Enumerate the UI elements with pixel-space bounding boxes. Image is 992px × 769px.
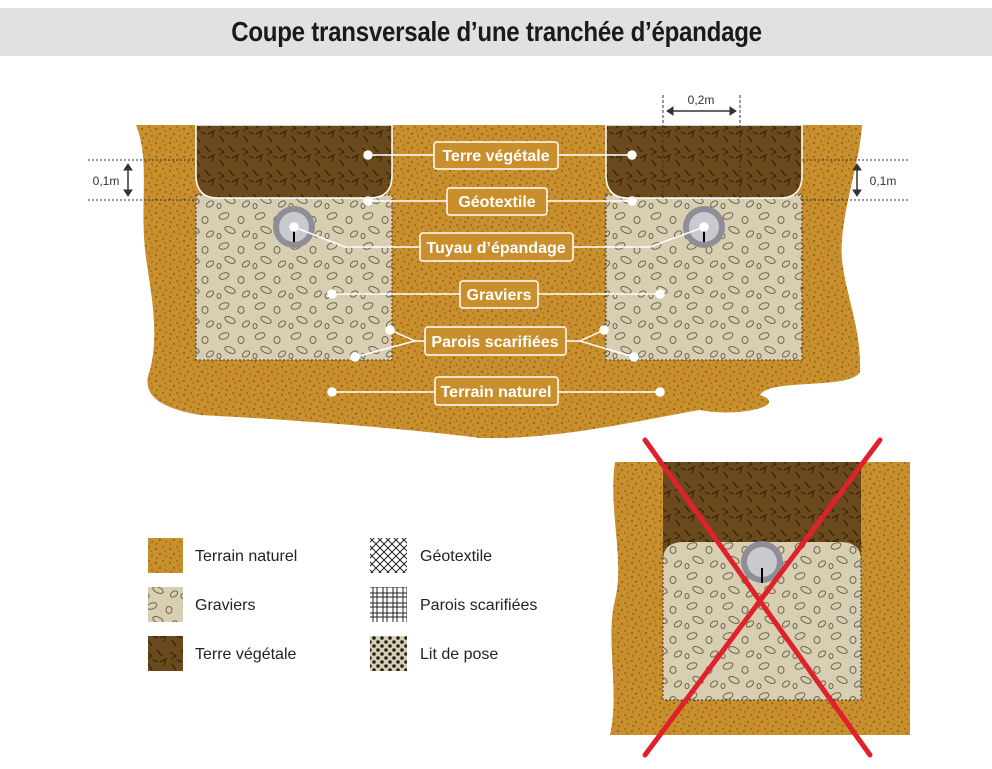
- labels: Terre végétale Géotextile Tuyau d’épanda…: [419, 141, 574, 406]
- incorrect-example-inset: [610, 437, 910, 758]
- dimension-depth-left: [88, 159, 196, 201]
- legend-swatch-scarified: [370, 587, 407, 622]
- dimension-depth-right-label: 0,1m: [870, 174, 897, 188]
- legend-label: Graviers: [195, 597, 255, 614]
- legend-label: Terre végétale: [195, 646, 296, 663]
- legend-swatch-bedding: [370, 636, 407, 671]
- dimension-depth-left-label: 0,1m: [93, 174, 120, 188]
- dimension-width: [662, 95, 741, 198]
- label-parois: Parois scarifiées: [431, 334, 558, 351]
- label-tuyau: Tuyau d’épandage: [426, 240, 565, 257]
- main-cross-section: Terre végétale Géotextile Tuyau d’épanda…: [88, 93, 910, 439]
- legend-label: Géotextile: [420, 548, 492, 565]
- title-bar: Coupe transversale d’une tranchée d’épan…: [0, 8, 992, 56]
- diagram-title: Coupe transversale d’une tranchée d’épan…: [230, 16, 762, 47]
- legend-label: Parois scarifiées: [420, 597, 537, 614]
- legend-swatch-soil: [148, 538, 183, 573]
- legend-swatch-geotextile: [370, 538, 407, 573]
- legend-label: Terrain naturel: [195, 548, 297, 565]
- red-cross-icon: [642, 437, 883, 758]
- legend-label: Lit de pose: [420, 646, 498, 663]
- topsoil-right: [605, 124, 803, 199]
- topsoil-left: [195, 124, 393, 199]
- label-graviers: Graviers: [467, 287, 532, 304]
- legend-swatch-topsoil: [148, 636, 183, 671]
- label-geotextile: Géotextile: [458, 194, 535, 211]
- legend: Terrain naturel Graviers Terre végétale …: [148, 538, 537, 671]
- legend-swatch-gravel: [148, 587, 183, 622]
- label-terre-vegetale: Terre végétale: [442, 148, 549, 165]
- label-terrain: Terrain naturel: [441, 384, 552, 401]
- dimension-depth-right: [802, 159, 910, 201]
- dimension-width-label: 0,2m: [688, 93, 715, 107]
